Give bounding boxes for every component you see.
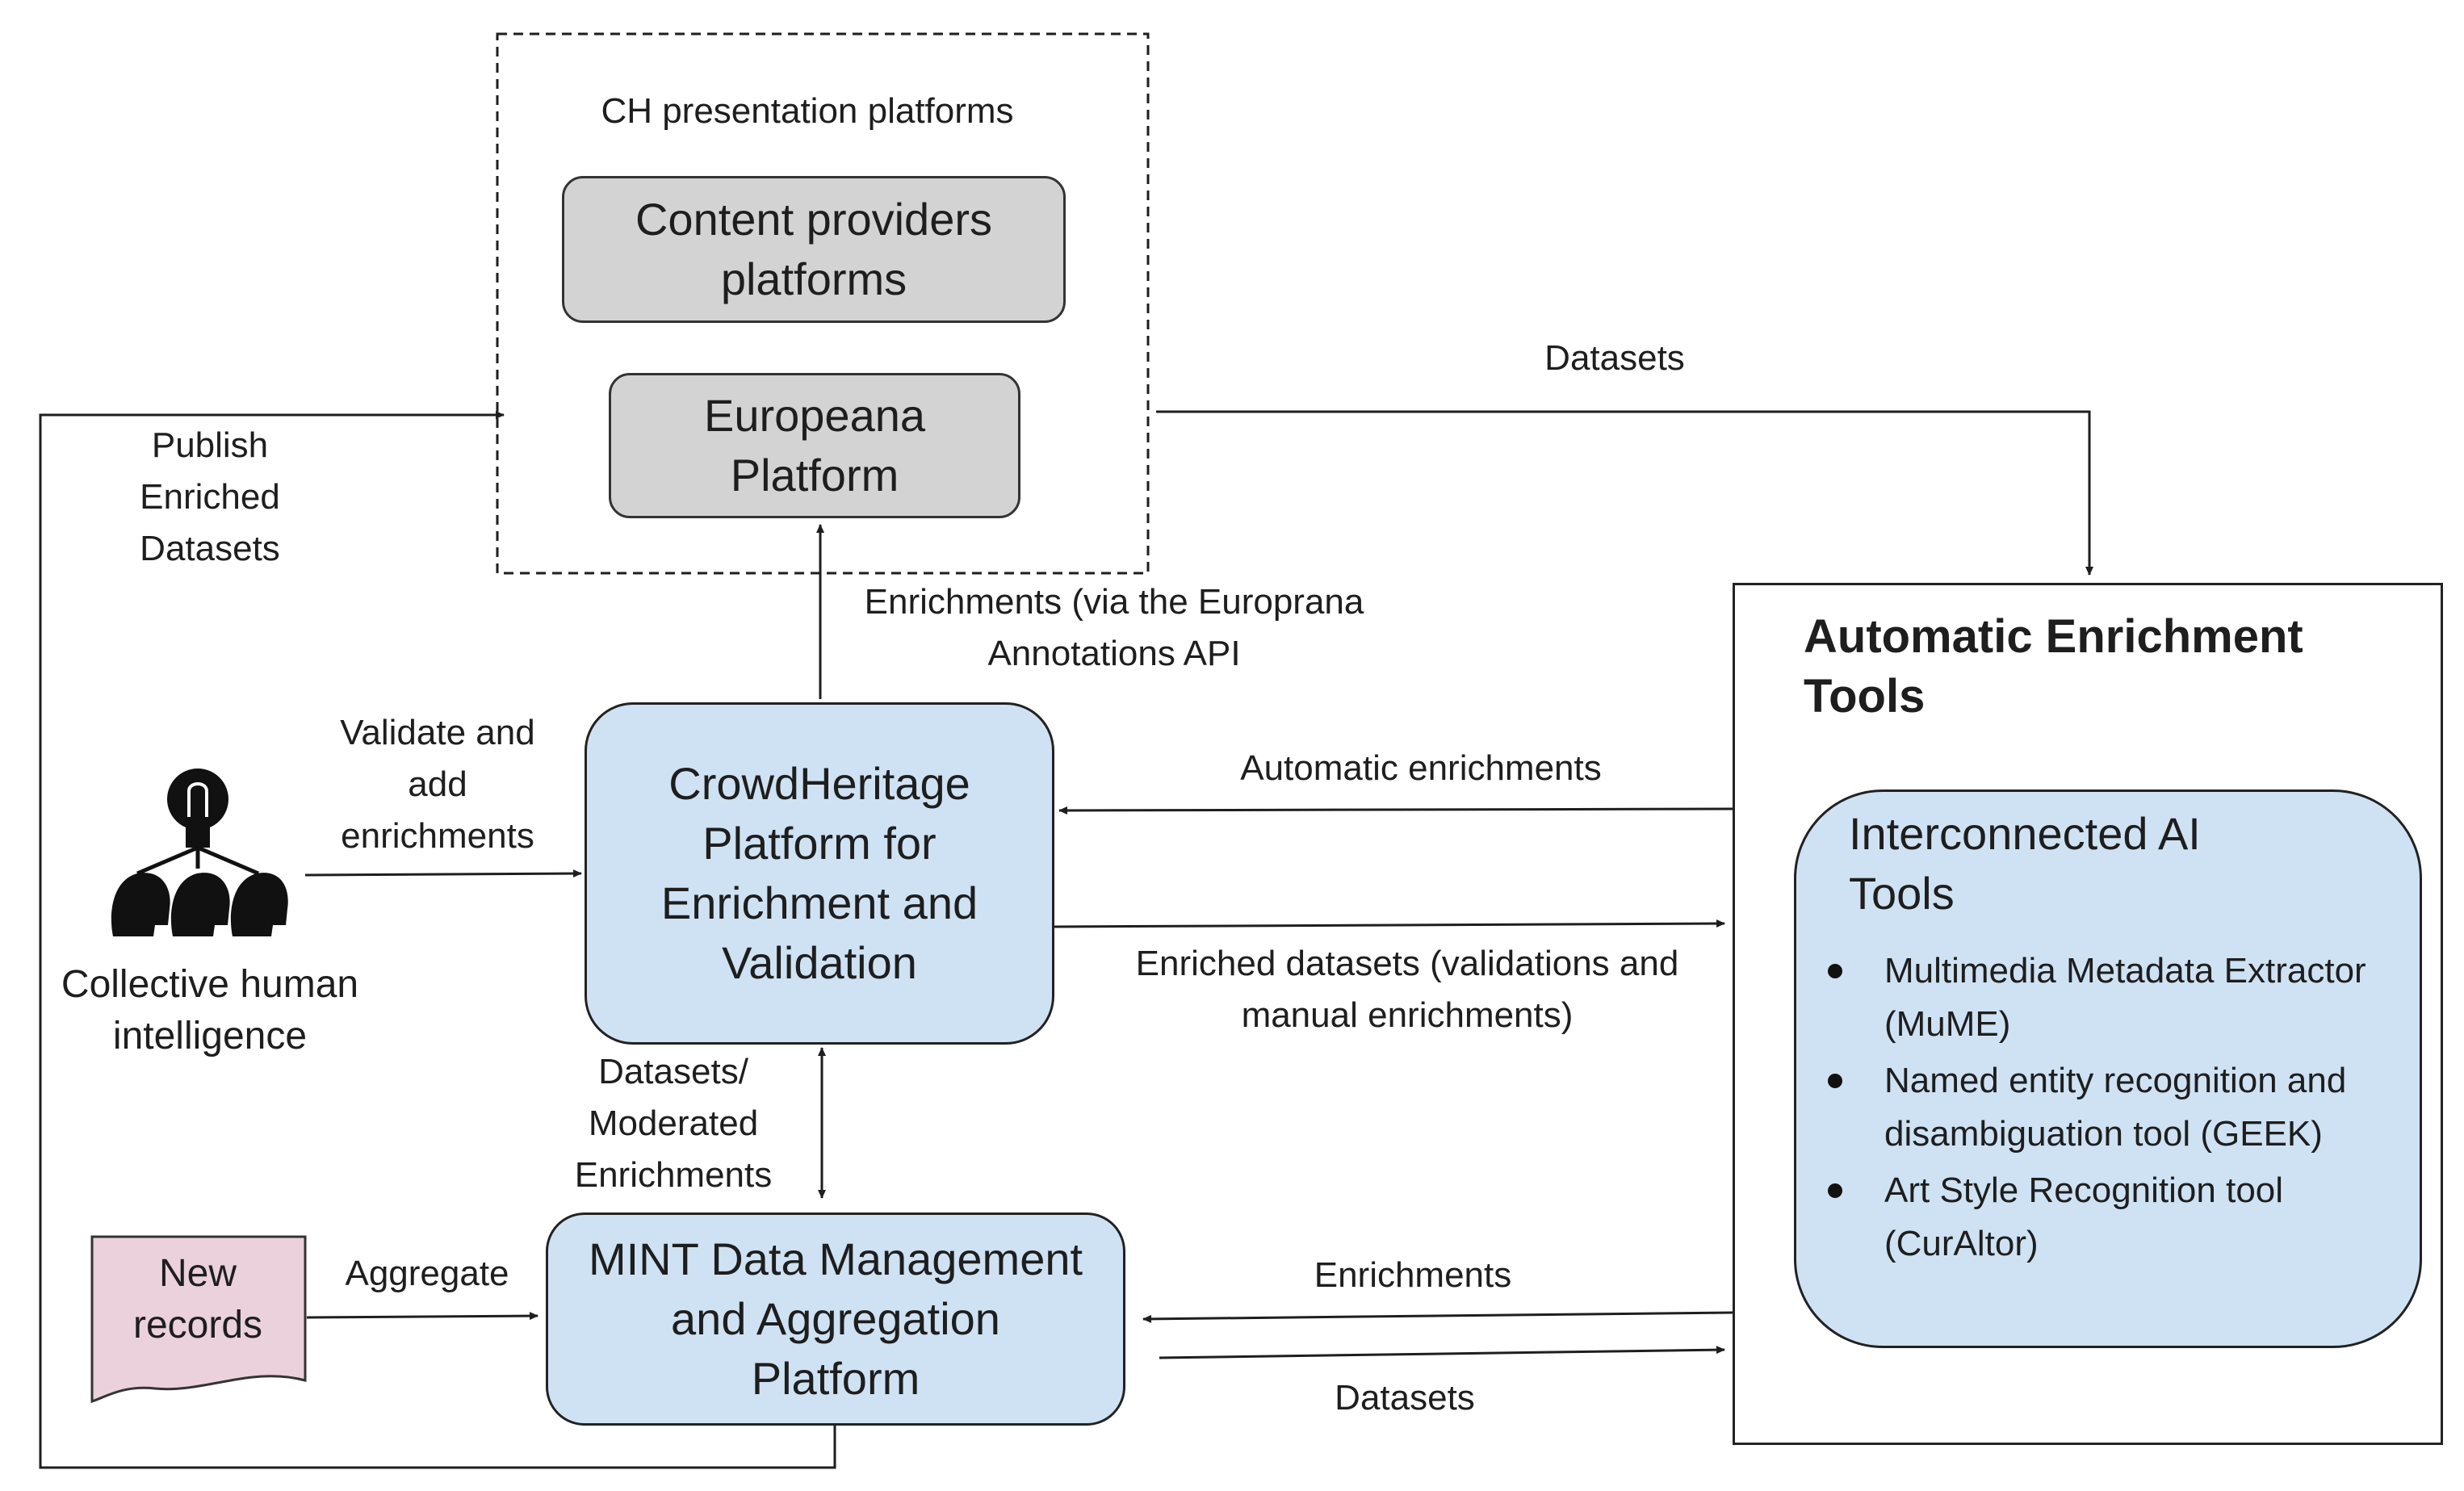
ai-tool-item: Art Style Recognition tool (CurAltor): [1828, 1164, 2393, 1271]
ai-tools-title: Interconnected AI Tools: [1849, 808, 2201, 919]
enriched-datasets-label: Enriched datasets (validations and manua…: [1135, 944, 1679, 1035]
enrichments-bottom-connector: [1142, 1311, 1733, 1323]
europeana-label: Europeana Platform: [703, 390, 925, 500]
collective-intelligence-icon: [111, 769, 288, 936]
datasets-top-connector: [1156, 410, 2093, 576]
ai-tool-label: Art Style Recognition tool (CurAltor): [1884, 1171, 2284, 1263]
presentation-group-label: CH presentation platforms: [601, 91, 1014, 131]
ai-tool-item: Multimedia Metadata Extractor (MuME): [1828, 944, 2393, 1051]
human-intelligence-label: Collective human intelligence: [61, 963, 359, 1058]
moderated-label: Datasets/ Moderated Enrichments: [574, 1052, 773, 1195]
crowdheritage-box: CrowdHeritage Platform for Enrichment an…: [585, 702, 1054, 1045]
new-records-shape: [90, 1235, 307, 1404]
bullet-icon: [1828, 1183, 1842, 1198]
automatic-label: Automatic enrichments: [1240, 748, 1602, 788]
enriched-datasets-connector: [1054, 919, 1725, 928]
bullet-icon: [1828, 964, 1842, 978]
datasets-top-label: Datasets: [1544, 338, 1685, 378]
content-providers-box: Content providers platforms: [562, 176, 1066, 323]
content-providers-label: Content providers platforms: [635, 194, 992, 304]
ai-tools-box: [1794, 789, 2422, 1348]
enrichments-bottom-label: Enrichments: [1314, 1255, 1512, 1295]
enrichments-api-label: Enrichments (via the Europrana Annotatio…: [864, 582, 1364, 673]
automatic-tools-title: Automatic Enrichment Tools: [1804, 610, 2303, 722]
datasets-bottom-connector: [1159, 1346, 1725, 1359]
bullet-icon: [1828, 1074, 1842, 1088]
mint-label: MINT Data Management and Aggregation Pla…: [588, 1233, 1083, 1404]
publish-label: Publish Enriched Datasets: [140, 425, 280, 568]
mint-box: MINT Data Management and Aggregation Pla…: [546, 1212, 1125, 1426]
datasets-bottom-label: Datasets: [1335, 1378, 1475, 1418]
automatic-connector: [1058, 806, 1733, 815]
ai-tool-label: Multimedia Metadata Extractor (MuME): [1884, 951, 2366, 1044]
crowdheritage-label: CrowdHeritage Platform for Enrichment an…: [660, 758, 978, 988]
publish-connector: [39, 411, 836, 1469]
ai-tools-list: Multimedia Metadata Extractor (MuME) Nam…: [1828, 944, 2393, 1274]
presentation-group-border: [496, 32, 1150, 575]
aggregate-connector: [306, 1312, 538, 1321]
new-records-label: New records: [132, 1252, 263, 1347]
validate-label: Validate and add enrichments: [340, 713, 535, 856]
aggregate-label: Aggregate: [345, 1254, 509, 1293]
validate-connector: [304, 869, 582, 878]
ai-tool-item: Named entity recognition and disambiguat…: [1828, 1054, 2393, 1161]
ai-tool-label: Named entity recognition and disambiguat…: [1884, 1061, 2347, 1154]
europeana-box: Europeana Platform: [609, 373, 1020, 518]
